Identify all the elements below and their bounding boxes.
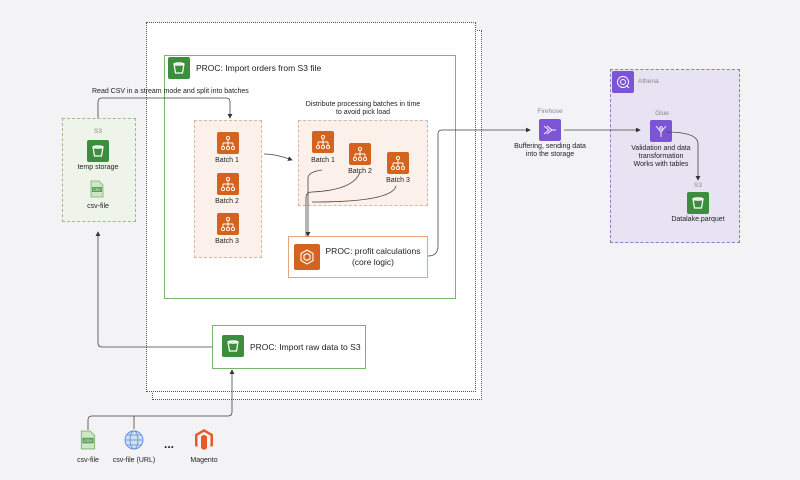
distribute-annotation-line1: Distribute processing batches in time [305,101,421,108]
s3-raw-bucket-icon [222,335,244,357]
athena-icon [612,71,634,93]
batch-right-2-icon [349,143,371,165]
datalake-s3-header: S3 [694,182,702,189]
arrow-raw-to-temp [95,231,212,348]
s3-temp-header: S3 [94,128,102,135]
firehose-header: Firehose [537,108,563,115]
source-csv-url-label: csv-file (URL) [112,457,156,464]
s3-temp-storage-label: temp storage [77,164,119,171]
glue-line1: Validation and data [631,145,691,152]
glue-line2: transformation [638,153,684,160]
batch-right-1-icon [312,131,334,153]
batch-right-1-label: Batch 1 [311,157,335,164]
firehose-line2: into the storage [525,151,575,158]
distribute-annotation-line2: to avoid pick load [335,109,391,116]
batch-2-icon [217,173,239,195]
arrow-batch3-to-calc [311,185,397,203]
proc-calc-title-line1: PROC: profit calculations [325,246,421,256]
batch-right-3-label: Batch 3 [386,177,410,184]
proc-import-orders-title: PROC: Import orders from S3 file [196,63,322,73]
firehose-icon [539,119,561,141]
globe-icon [123,429,145,451]
svg-text:CSV: CSV [84,438,92,443]
batch-1-icon [217,132,239,154]
arrow-temp-to-batches [97,97,233,119]
batch-1-label: Batch 1 [215,157,239,164]
glue-header: Glue [655,110,669,117]
magento-icon [194,428,214,452]
arrow-glue-to-datalake [665,131,701,181]
ellipsis: ... [164,437,175,451]
arrow-batch2-to-calc [305,171,361,236]
athena-header: Athena [638,78,659,85]
batch-right-3-icon [387,152,409,174]
batch-2-label: Batch 2 [215,198,239,205]
firehose-line1: Buffering, sending data [514,143,586,150]
arrow-calc-to-firehose [427,127,531,257]
batch-3-icon [217,213,239,235]
source-csv-file-label: csv-file [77,457,99,464]
datalake-bucket-icon [687,192,709,214]
s3-bucket-icon [168,57,190,79]
batch-3-label: Batch 3 [215,238,239,245]
glue-icon [650,120,672,142]
svg-text:CSV: CSV [93,188,101,192]
csv-file-icon: CSV [90,180,104,198]
proc-import-raw-title: PROC: Import raw data to S3 [250,342,361,352]
proc-calc-title-line2: (core logic) [351,257,395,267]
source-magento-label: Magento [190,457,218,464]
arrow-batches-distribute [263,153,293,161]
compute-icon [294,244,320,270]
s3-temp-file-label: csv-file [87,203,109,210]
source-csv-file-icon: CSV [80,430,96,450]
arrow-sources-to-raw [87,369,235,430]
datalake-label: Datalake.parquet [671,216,725,223]
glue-line3: Works with tables [633,161,689,168]
read-csv-annotation: Read CSV in a stream mode and split into… [92,88,249,95]
s3-temp-bucket-icon [87,140,109,162]
athena-box [610,69,740,243]
arrow-batch1-to-calc [305,169,323,237]
batch-right-2-label: Batch 2 [348,168,372,175]
s3-temp-box [62,118,136,222]
